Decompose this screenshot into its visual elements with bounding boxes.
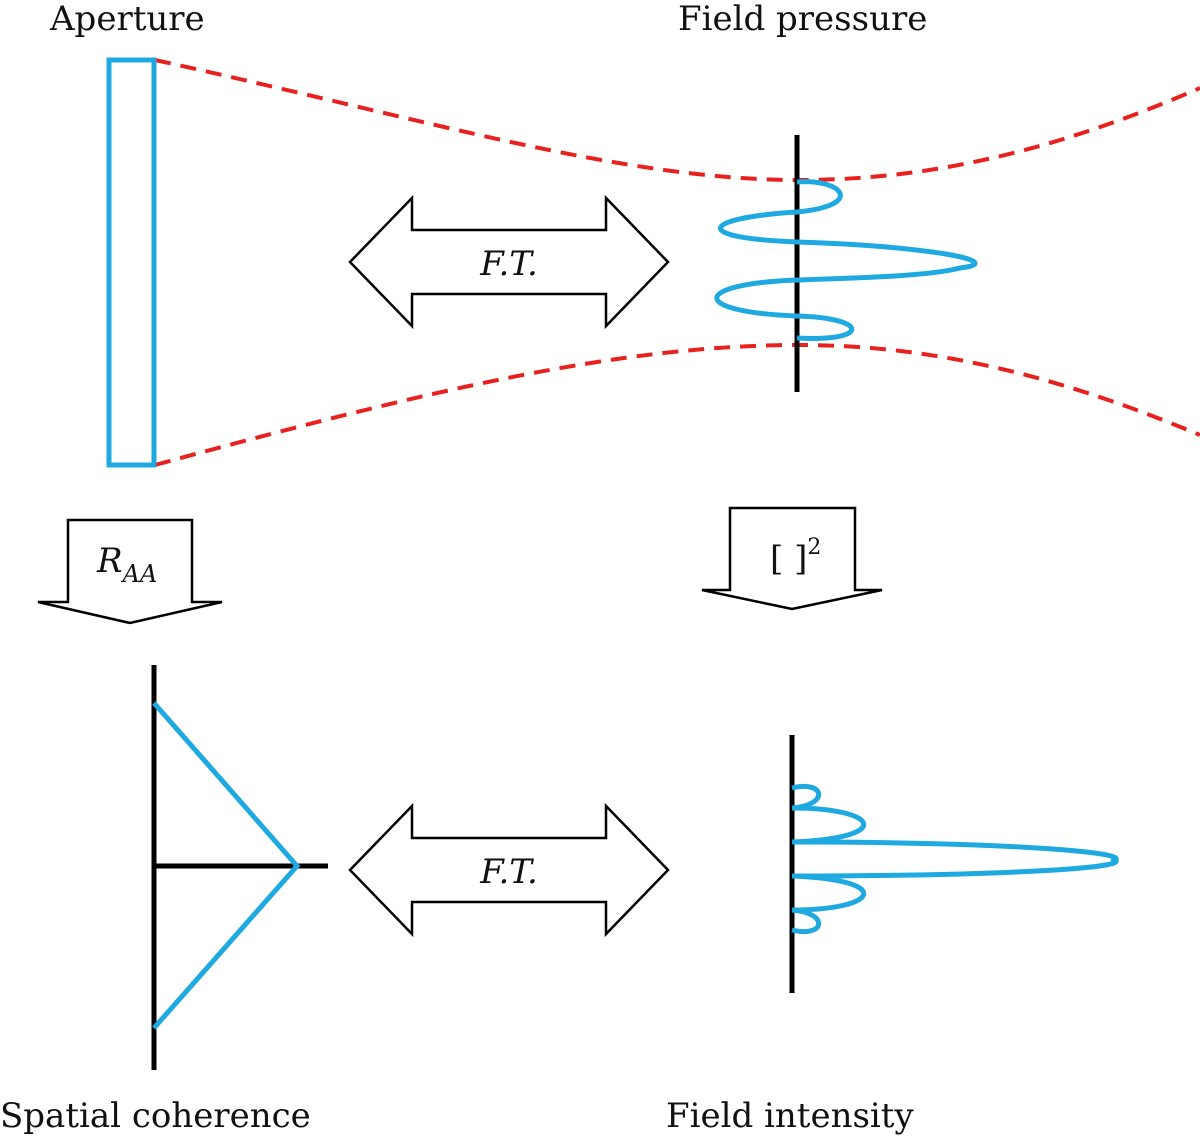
field-intensity-label: Field intensity [666, 1096, 914, 1136]
spatial-coherence-label: Spatial coherence [0, 1096, 311, 1136]
autocorrelation-subscript: AA [121, 560, 158, 588]
beam-envelope-lower [154, 342, 1200, 467]
coherence-triangle-function [152, 701, 301, 1030]
down-arrow-shape-left [37, 518, 223, 625]
field-intensity-curve [791, 784, 1119, 934]
square-exponent: 2 [807, 535, 821, 560]
down-arrow-shape-right [701, 506, 883, 611]
square-operator-arrow: [ ]2 [701, 506, 883, 611]
field-pressure-label: Field pressure [678, 0, 927, 39]
fourier-transform-label-top: F.T. [479, 244, 538, 284]
fourier-transform-arrow-top: F.T. [348, 194, 670, 330]
double-arrow-shape-bottom [348, 802, 670, 938]
autocorrelation-base: R [96, 541, 123, 581]
fourier-transform-label-bottom: F.T. [479, 852, 538, 892]
square-operator-symbol: [ ]2 [770, 535, 821, 579]
autocorrelation-arrow: RAA [37, 518, 223, 625]
aperture-label: Aperture [49, 0, 205, 39]
field-pressure-curve [714, 179, 978, 341]
aperture-rectangle [106, 57, 157, 468]
double-arrow-shape-top [348, 194, 670, 330]
square-brackets: [ ] [770, 539, 807, 579]
autocorrelation-symbol: RAA [96, 541, 157, 588]
fourier-transform-arrow-bottom: F.T. [348, 802, 670, 938]
beam-envelope-upper [154, 58, 1200, 183]
